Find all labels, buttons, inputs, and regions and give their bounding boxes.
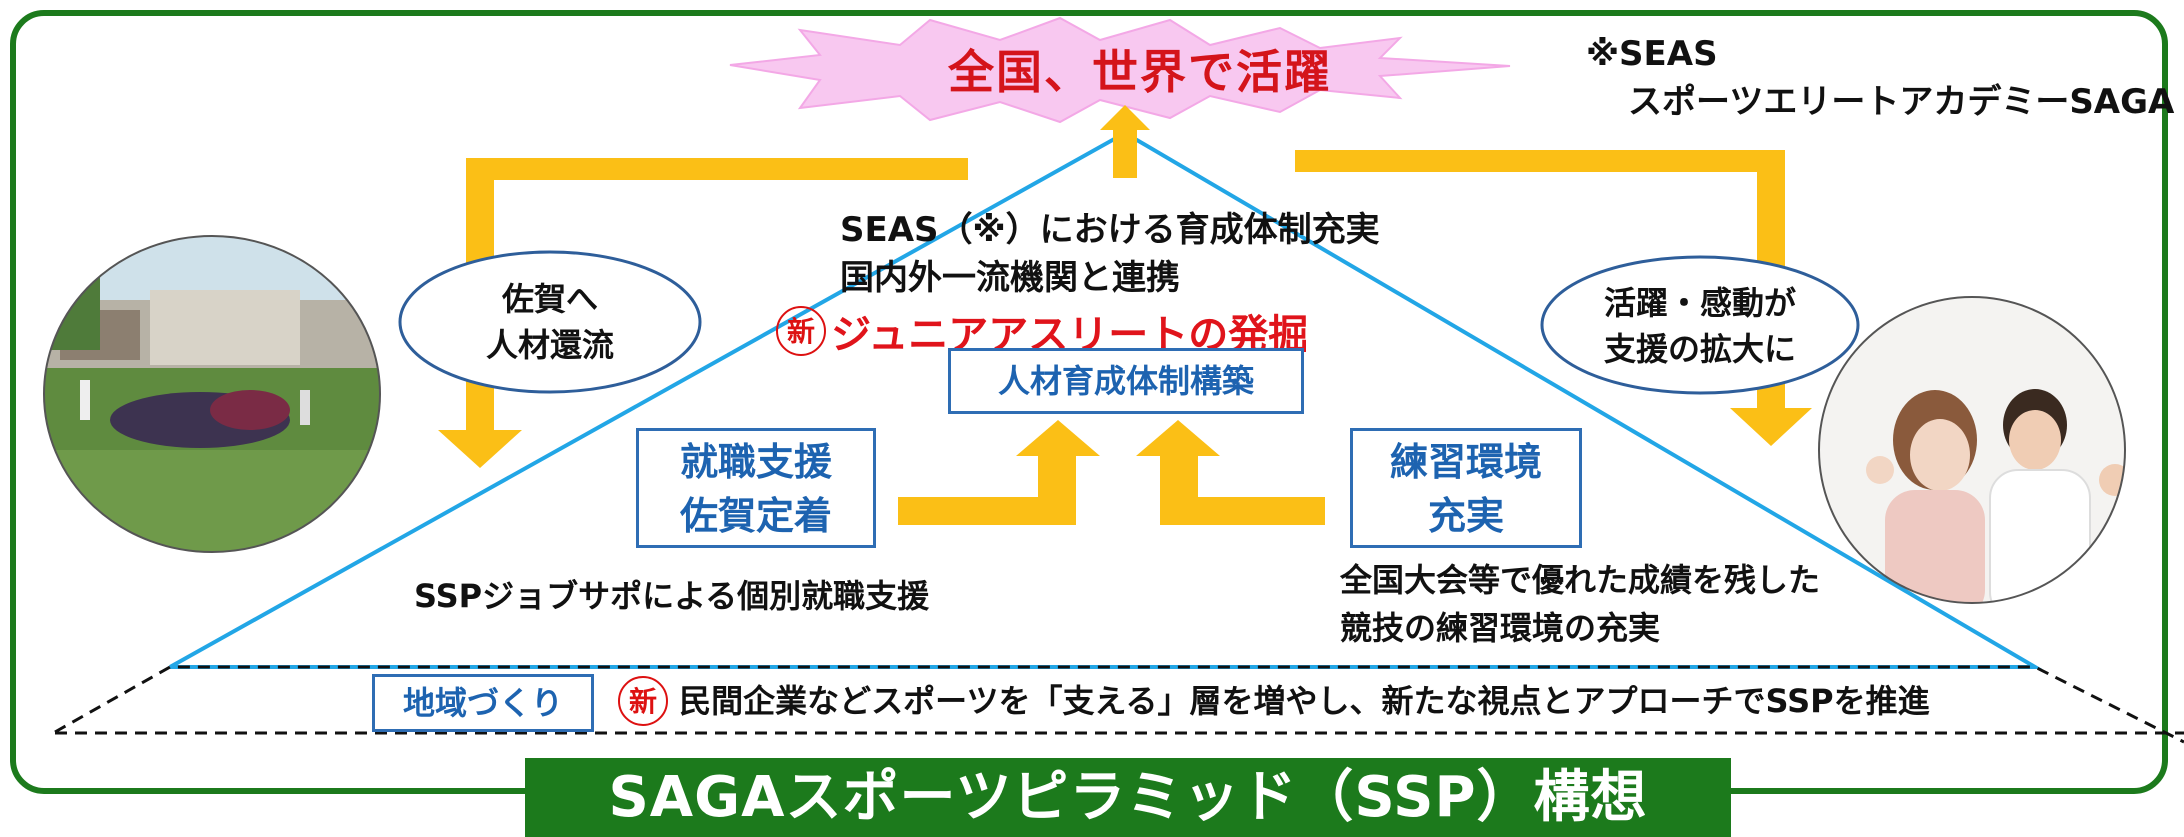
rugby-photo	[43, 235, 381, 553]
seas-note: ※SEAS スポーツエリートアカデミーSAGA	[1586, 30, 2174, 126]
right-support-arrow	[1136, 420, 1325, 525]
core-box: 人材育成体制構築	[948, 348, 1304, 414]
left-ellipse-line1: 佐賀へ	[501, 280, 598, 318]
base-box: 地域づくり	[372, 674, 594, 732]
left-support-arrow	[898, 420, 1100, 525]
base-dashed-line	[54, 665, 2184, 744]
right-box-line2: 充実	[1427, 494, 1504, 538]
right-box-line1: 練習環境	[1389, 440, 1542, 484]
left-ellipse-line2: 人材還流	[485, 326, 614, 364]
seas-note-line1: ※SEAS	[1586, 34, 1718, 74]
top-goal-label: 全国、世界で活躍	[948, 45, 1332, 99]
right-ellipse-line2: 支援の拡大に	[1603, 330, 1796, 368]
base-text: 民間企業などスポーツを「支える」層を増やし、新たな視点とアプローチでSSPを推進	[679, 682, 1930, 720]
left-ellipse-label: 佐賀へ 人材還流	[400, 276, 700, 368]
left-ellipse-shape	[398, 250, 702, 394]
up-arrow-center	[1100, 105, 1150, 178]
right-box-caption1: 全国大会等で優れた成績を残した	[1340, 561, 1821, 599]
right-ellipse-shape	[1540, 255, 1860, 395]
base-new-badge: 新	[618, 676, 668, 726]
right-expansion-arrow	[1295, 150, 1812, 446]
left-return-arrow	[438, 158, 968, 468]
cheering-photo	[1818, 296, 2126, 604]
center-line1: SEAS（※）における育成体制充実	[840, 210, 1380, 250]
seas-note-line2: スポーツエリートアカデミーSAGA	[1628, 82, 2175, 122]
starburst-shape	[729, 16, 1511, 124]
right-ellipse-line1: 活躍・感動が	[1603, 284, 1796, 322]
right-box-caption2: 競技の練習環境の充実	[1340, 609, 1661, 647]
base-row: 新 民間企業などスポーツを「支える」層を増やし、新たな視点とアプローチでSSPを…	[618, 676, 1930, 726]
right-ellipse-label: 活躍・感動が 支援の拡大に	[1545, 280, 1855, 372]
left-box: 就職支援 佐賀定着	[636, 428, 876, 548]
left-box-line2: 佐賀定着	[679, 494, 832, 538]
left-box-caption: SSPジョブサポによる個別就職支援	[414, 577, 930, 615]
right-box: 練習環境 充実	[1350, 428, 1582, 548]
page-title: SAGAスポーツピラミッド（SSP）構想	[525, 758, 1731, 837]
new-badge: 新	[776, 306, 826, 356]
center-line2: 国内外一流機関と連携	[840, 258, 1180, 298]
left-box-line1: 就職支援	[679, 440, 832, 484]
